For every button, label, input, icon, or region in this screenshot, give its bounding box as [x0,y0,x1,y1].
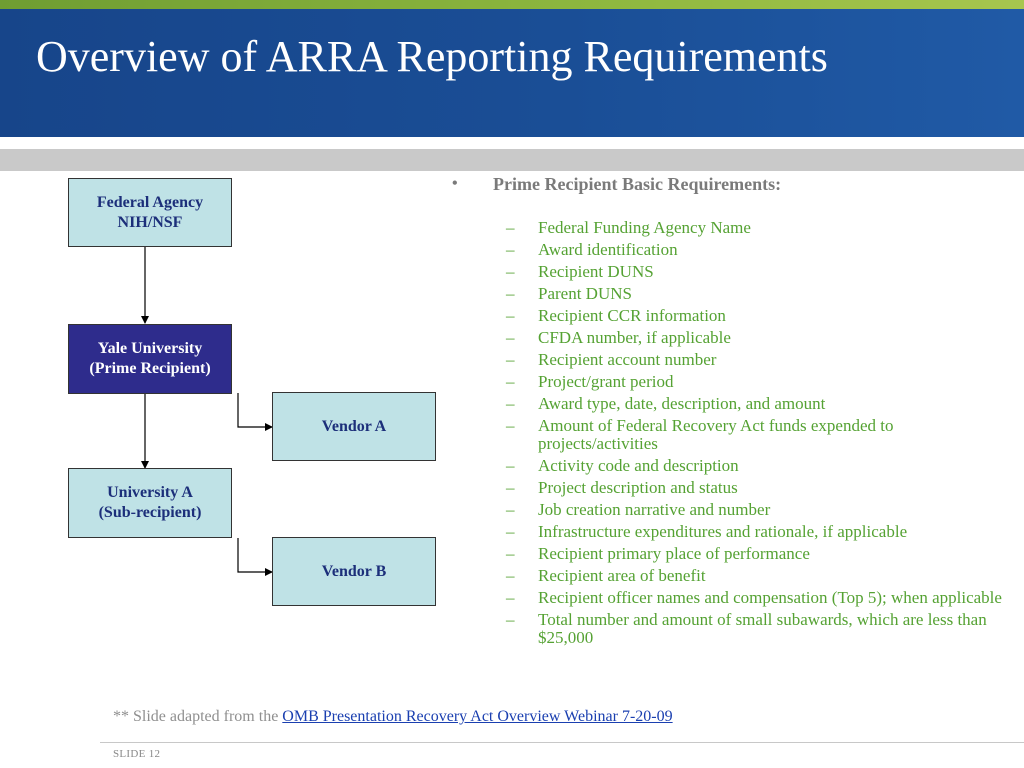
requirement-item: – Recipient CCR information [452,307,1012,325]
vendor-b-label: Vendor B [321,562,387,580]
dash-icon: – [506,218,515,237]
requirement-item-text: Job creation narrative and number [538,500,771,519]
requirement-item: – Recipient primary place of performance [452,545,1012,563]
dash-icon: – [506,610,515,629]
dash-icon: – [506,588,515,607]
bullet-icon: • [452,175,458,192]
title-banner: Overview of ARRA Reporting Requirements [0,9,1024,137]
requirement-item: – Award type, date, description, and amou… [452,395,1012,413]
sub-recipient-box: University A (Sub-recipient) [68,468,232,538]
prime-recipient-line2: (Prime Recipient) [89,360,211,377]
dash-icon: – [506,544,515,563]
requirement-item: – Award identification [452,241,1012,259]
federal-agency-line1: Federal Agency [96,193,204,211]
dash-icon: – [506,500,515,519]
dash-icon: – [506,284,515,303]
source-note: ** Slide adapted from the OMB Presentati… [113,708,673,726]
requirement-item: – Parent DUNS [452,285,1012,303]
prime-recipient-line1: Yale University [97,340,203,357]
source-link[interactable]: OMB Presentation Recovery Act Overview W… [282,708,673,725]
requirement-item-text: Recipient primary place of performance [538,544,810,563]
dash-icon: – [506,478,515,497]
requirement-item: – Project description and status [452,479,1012,497]
source-prefix: ** Slide adapted from the [113,708,283,725]
dash-icon: – [506,328,515,347]
requirement-item: – Activity code and description [452,457,1012,475]
dash-icon: – [506,522,515,541]
requirement-item-text: CFDA number, if applicable [538,328,731,347]
dash-icon: – [506,394,515,413]
federal-agency-line2: NIH/NSF [117,213,183,231]
dash-icon: – [506,372,515,391]
requirement-item-text: Total number and amount of small subawar… [538,610,987,647]
sub-recipient-line2: (Sub-recipient) [98,504,202,521]
requirement-item-text: Federal Funding Agency Name [538,218,751,237]
requirement-item: – Project/grant period [452,373,1012,391]
page-title: Overview of ARRA Reporting Requirements [36,32,828,81]
requirement-item: – Recipient account number [452,351,1012,369]
slide-number: SLIDE 12 [113,748,161,760]
requirement-item: – Amount of Federal Recovery Act funds ex… [452,417,1012,453]
divider-bar [0,149,1024,171]
requirements-heading-text: Prime Recipient Basic Requirements: [493,174,782,194]
requirement-item-text: Project description and status [538,478,738,497]
dash-icon: – [506,566,515,585]
dash-icon: – [506,240,515,259]
requirement-item: – Recipient officer names and compensatio… [452,589,1012,607]
requirement-item-text: Amount of Federal Recovery Act funds exp… [538,416,894,453]
requirement-item-text: Recipient area of benefit [538,566,706,585]
requirement-item: – Infrastructure expenditures and rationa… [452,523,1012,541]
requirement-item: – Job creation narrative and number [452,501,1012,519]
vendor-b-box: Vendor B [272,537,436,606]
requirement-item: – Recipient area of benefit [452,567,1012,585]
requirement-item-text: Recipient DUNS [538,262,654,281]
requirement-items: – Federal Funding Agency Name – Award ident… [452,219,1012,647]
requirements-heading: • Prime Recipient Basic Requirements: [452,172,1012,196]
dash-icon: – [506,456,515,475]
requirement-item-text: Parent DUNS [538,284,632,303]
top-accent-stripe [0,0,1024,9]
requirement-item: – CFDA number, if applicable [452,329,1012,347]
requirement-item-text: Infrastructure expenditures and rational… [538,522,908,541]
requirement-item-text: Award identification [538,240,678,259]
vendor-a-label: Vendor A [321,417,387,435]
requirement-item-text: Recipient account number [538,350,717,369]
sub-recipient-line1: University A [107,484,193,501]
requirement-item: – Federal Funding Agency Name [452,219,1012,237]
requirement-item: – Total number and amount of small subawa… [452,611,1012,647]
footer-divider [100,742,1024,743]
vendor-a-box: Vendor A [272,392,436,461]
requirements-list: • Prime Recipient Basic Requirements: – F… [452,172,1012,651]
dash-icon: – [506,262,515,281]
dash-icon: – [506,350,515,369]
dash-icon: – [506,306,515,325]
dash-icon: – [506,416,515,435]
arrow-sub-to-vendor-b [237,538,273,576]
requirement-item-text: Award type, date, description, and amoun… [538,394,826,413]
requirement-item: – Recipient DUNS [452,263,1012,281]
prime-recipient-box: Yale University (Prime Recipient) [68,324,232,394]
requirement-item-text: Activity code and description [538,456,739,475]
arrow-prime-to-vendor-a [237,393,273,431]
requirement-item-text: Recipient officer names and compensation… [538,588,1002,607]
federal-agency-box: Federal Agency NIH/NSF [68,178,232,247]
requirement-item-text: Recipient CCR information [538,306,726,325]
requirement-item-text: Project/grant period [538,372,674,391]
